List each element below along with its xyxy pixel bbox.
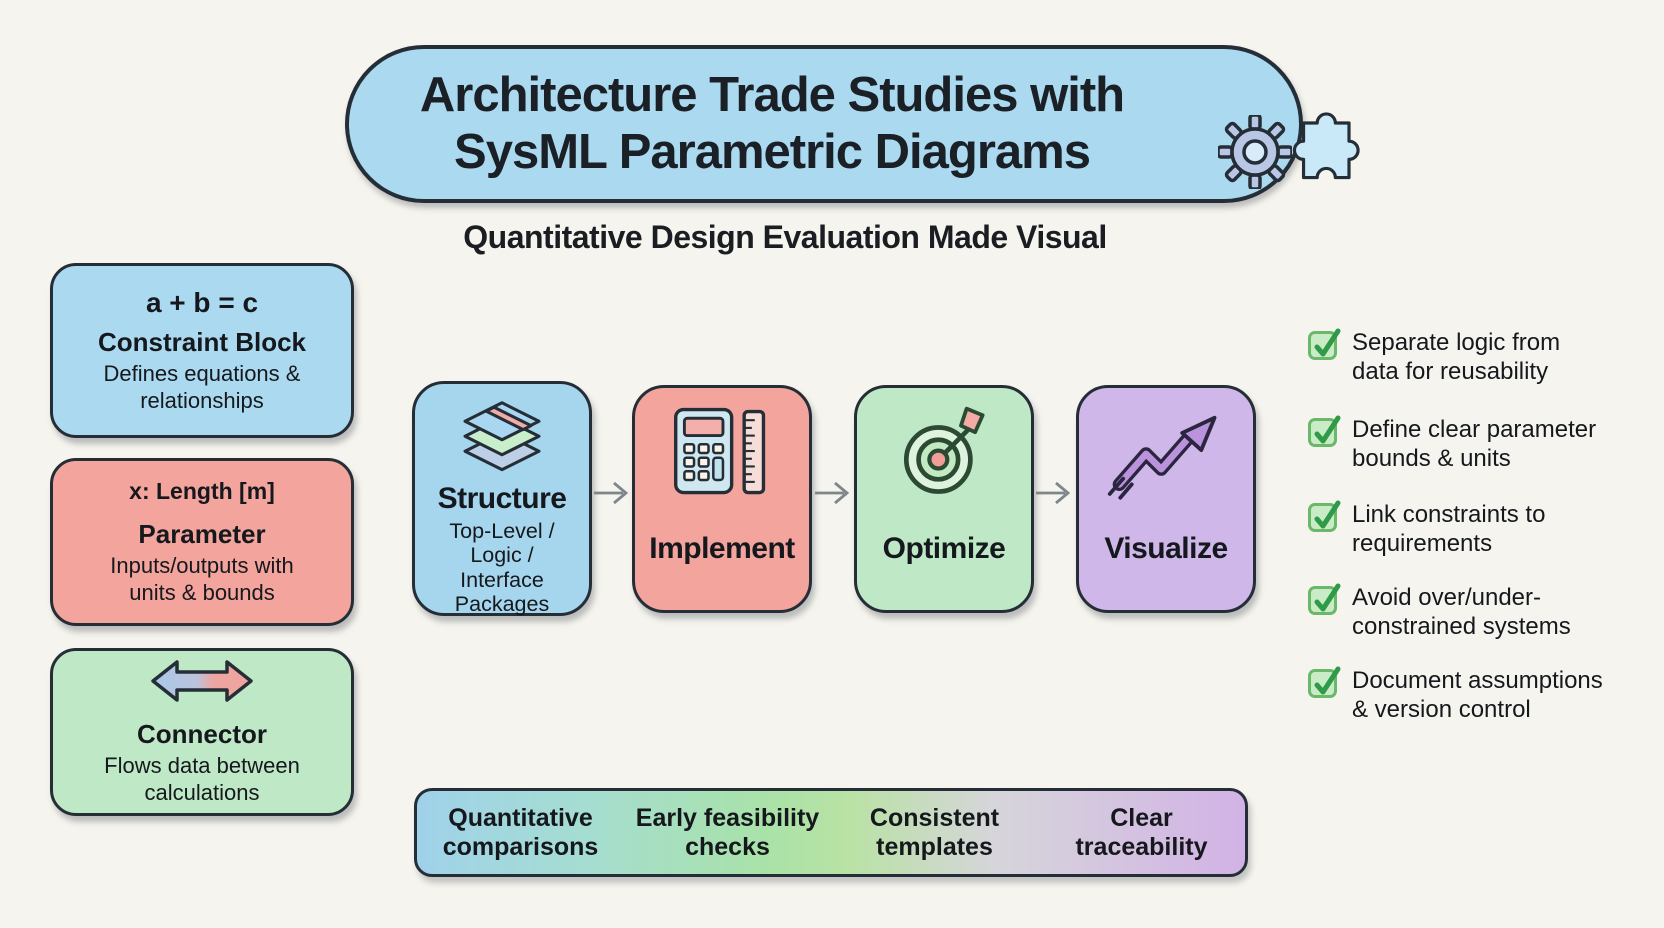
benefit-item: Clear traceability (1038, 804, 1245, 862)
step-optimize: Optimize (854, 385, 1034, 613)
legend-card-description: Flows data between calculations (104, 753, 300, 805)
benefit-item: Quantitative comparisons (417, 804, 624, 862)
best-practice-item: Define clear parameter bounds & units (1308, 415, 1608, 473)
best-practice-text: Define clear parameter bounds & units (1352, 416, 1597, 472)
flow-arrow-icon (813, 479, 857, 512)
checkbox-icon (1308, 583, 1341, 615)
benefit-item: Consistent templates (831, 804, 1038, 862)
benefit-text: Quantitative comparisons (442, 803, 599, 861)
checkbox-icon (1308, 415, 1341, 447)
parameter-example: x: Length [m] (129, 478, 275, 505)
best-practice-item: Separate logic from data for reusability (1308, 328, 1587, 386)
legend-card-connector: Connector Flows data between calculation… (50, 648, 354, 816)
best-practice-item: Document assumptions & version control (1308, 666, 1608, 724)
step-structure: Structure Top-Level / Logic / Interface … (412, 381, 592, 616)
trend-arrow-icon (1106, 402, 1226, 502)
legend-card-name: Constraint Block (97, 327, 307, 358)
flow-arrow-icon (592, 479, 636, 512)
constraint-equation-example: a + b = c (145, 287, 259, 319)
step-label: Implement (649, 532, 795, 565)
legend-card-name: Parameter (138, 519, 266, 550)
calculator-icon (668, 402, 776, 502)
legend-card-parameter: x: Length [m] Parameter Inputs/outputs w… (50, 458, 354, 626)
flow-arrow-icon (1034, 479, 1078, 512)
puzzle-icon (1289, 95, 1369, 196)
best-practice-text: Document assumptions & version control (1352, 667, 1603, 723)
step-label: Optimize (882, 532, 1006, 565)
best-practice-text: Separate logic from data for reusability (1352, 329, 1561, 385)
step-label: Structure (437, 482, 567, 515)
step-sublabel: Top-Level / Logic / Interface Packages (449, 519, 555, 616)
best-practice-item: Link constraints to requirements (1308, 500, 1587, 558)
benefit-text: Early feasibility checks (635, 803, 820, 861)
best-practice-item: Avoid over/under-constrained systems (1308, 583, 1590, 641)
checkbox-icon (1308, 666, 1341, 698)
best-practice-text: Link constraints to requirements (1352, 501, 1546, 557)
step-label: Visualize (1104, 532, 1228, 565)
legend-card-description: Defines equations & relationships (103, 361, 301, 413)
title-line-1: Architecture Trade Studies with (419, 68, 1125, 122)
step-visualize: Visualize (1076, 385, 1256, 613)
gear-icon (1216, 113, 1294, 194)
legend-card-constraint-block: a + b = c Constraint Block Defines equat… (50, 263, 354, 438)
title-line-2: SysML Parametric Diagrams (454, 125, 1091, 179)
benefit-text: Clear traceability (1075, 803, 1208, 861)
step-implement: Implement (632, 385, 812, 613)
subtitle: Quantitative Design Evaluation Made Visu… (463, 219, 1107, 255)
benefits-bar: Quantitative comparisons Early feasibili… (414, 788, 1248, 877)
checkbox-icon (1308, 500, 1341, 532)
legend-card-name: Connector (137, 719, 267, 750)
layers-icon (450, 394, 554, 482)
best-practice-text: Avoid over/under-constrained systems (1352, 584, 1571, 640)
target-icon (894, 402, 994, 502)
benefit-item: Early feasibility checks (624, 804, 831, 862)
legend-card-description: Inputs/outputs with units & bounds (110, 553, 294, 605)
title-banner: Architecture Trade Studies with SysML Pa… (345, 45, 1303, 203)
checkbox-icon (1308, 328, 1341, 360)
double-arrow-icon (150, 658, 254, 709)
benefit-text: Consistent templates (869, 803, 1000, 861)
